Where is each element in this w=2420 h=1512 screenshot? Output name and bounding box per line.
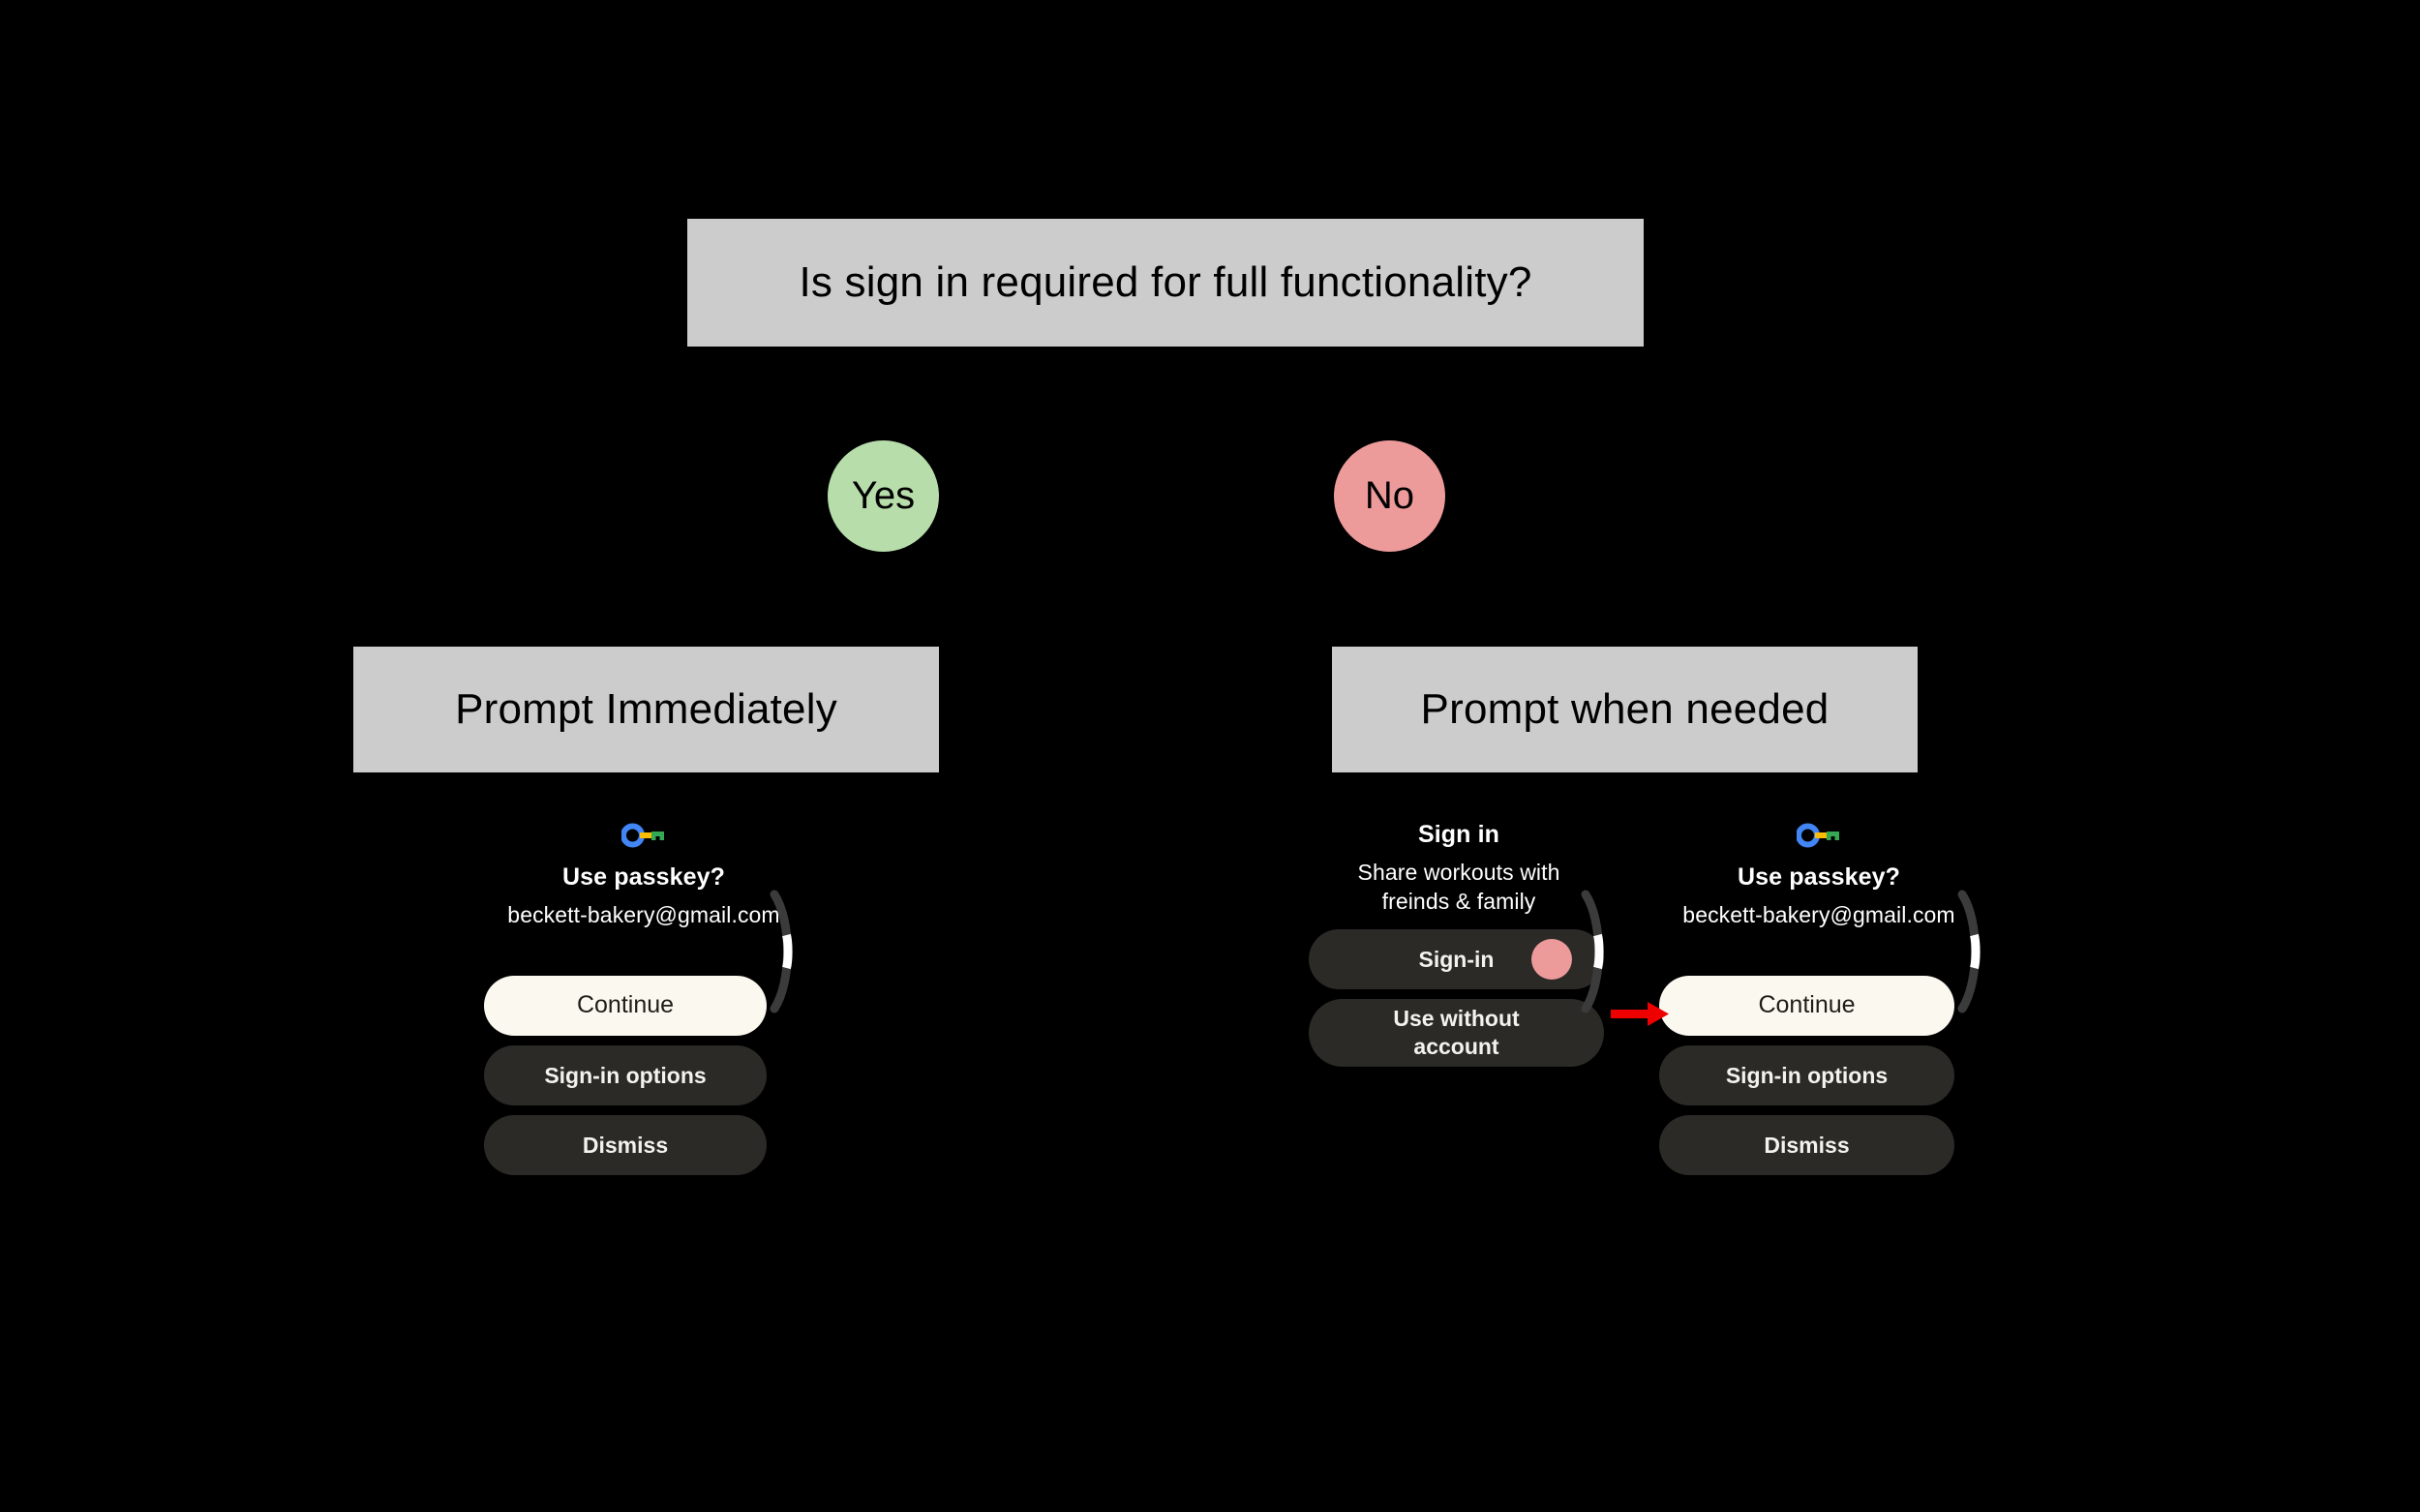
sign-in-status-dot: [1531, 939, 1572, 980]
scroll-indicator[interactable]: [767, 889, 805, 1014]
connector-yes-branch-horiz: [883, 383, 1165, 386]
screen-title: Use passkey?: [1738, 863, 1900, 891]
watch-screen-left-passkey: Use passkey? beckett-bakery@gmail.com Co…: [484, 803, 803, 1307]
scroll-indicator[interactable]: [1954, 889, 1993, 1014]
screen-subtitle: beckett-bakery@gmail.com: [1682, 902, 1955, 927]
connector-yes-branch-vert: [883, 383, 886, 440]
connector-yes-to-outcome: [883, 552, 886, 647]
decision-node-yes: Yes: [828, 440, 939, 552]
screen-subtitle: Share workouts with freinds & family: [1357, 860, 1560, 915]
dismiss-button[interactable]: Dismiss: [1659, 1115, 1954, 1175]
continue-button[interactable]: Continue: [1659, 976, 1954, 1036]
outcome-box-prompt-immediately: Prompt Immediately: [353, 647, 939, 772]
scroll-indicator[interactable]: [1578, 889, 1617, 1014]
dismiss-button[interactable]: Dismiss: [484, 1115, 767, 1175]
connector-no-branch-horiz: [1164, 383, 1390, 386]
sign-in-options-button[interactable]: Sign-in options: [1659, 1045, 1954, 1105]
watch-screen-middle-signin: Sign in Share workouts with freinds & fa…: [1309, 803, 1609, 1307]
question-box: Is sign in required for full functionali…: [687, 219, 1644, 347]
watch-screen-right-passkey: Use passkey? beckett-bakery@gmail.com Co…: [1659, 803, 1981, 1307]
screen-title: Use passkey?: [562, 863, 725, 891]
connector-no-branch-vert: [1387, 383, 1390, 440]
connector-no-to-outcome: [1387, 552, 1390, 647]
screen-subtitle: beckett-bakery@gmail.com: [507, 902, 780, 927]
screen-title: Sign in: [1417, 821, 1500, 848]
google-passkey-icon: [1796, 821, 1841, 850]
continue-button[interactable]: Continue: [484, 976, 767, 1036]
google-passkey-icon: [620, 821, 666, 850]
sign-in-options-button[interactable]: Sign-in options: [484, 1045, 767, 1105]
sign-in-button[interactable]: Sign-in: [1309, 929, 1604, 989]
use-without-account-button[interactable]: Use without account: [1309, 999, 1604, 1067]
red-arrow-icon: [1611, 999, 1671, 1028]
outcome-box-prompt-when-needed: Prompt when needed: [1332, 647, 1918, 772]
decision-node-no: No: [1334, 440, 1445, 552]
connector-question-to-yes: [1164, 347, 1166, 385]
sign-in-button-label: Sign-in: [1418, 946, 1495, 972]
